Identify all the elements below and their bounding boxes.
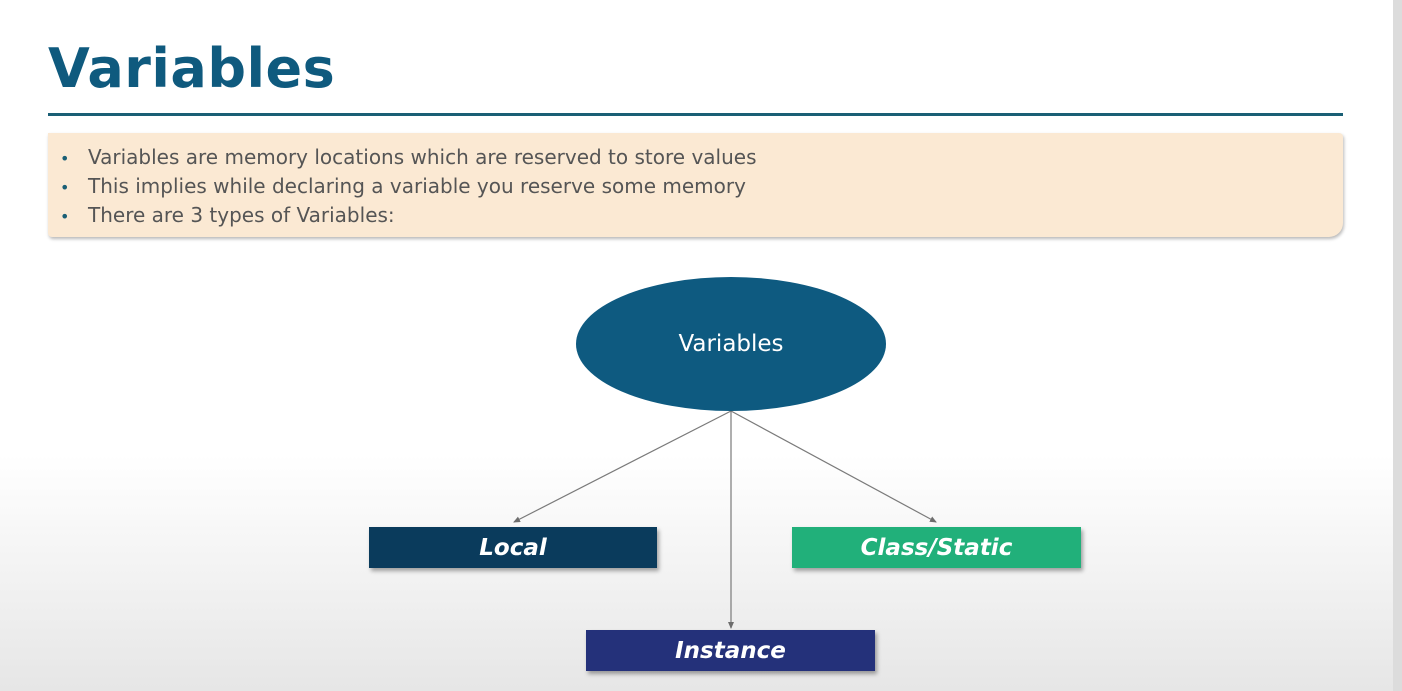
bullet-dot-icon: • — [60, 178, 70, 197]
bullet-text: There are 3 types of Variables: — [88, 203, 395, 227]
bullet-list: • Variables are memory locations which ar… — [48, 133, 1343, 230]
bullet-item: • Variables are memory locations which ar… — [60, 143, 1343, 172]
bullet-box: • Variables are memory locations which ar… — [48, 133, 1343, 237]
window-edge-strip — [1393, 0, 1402, 691]
bullet-text: Variables are memory locations which are… — [88, 145, 757, 169]
bullet-dot-icon: • — [60, 149, 70, 168]
connector-class-static — [730, 410, 937, 523]
bullet-text: This implies while declaring a variable … — [88, 174, 746, 198]
root-node: Variables — [576, 277, 886, 411]
node-class-static: Class/Static — [792, 527, 1081, 568]
bullet-item: • This implies while declaring a variable… — [60, 172, 1343, 201]
bullet-dot-icon: • — [60, 207, 70, 226]
node-local: Local — [369, 527, 657, 568]
slide-title: Variables — [48, 37, 336, 100]
bullet-item: • There are 3 types of Variables: — [60, 201, 1343, 230]
node-instance: Instance — [586, 630, 875, 671]
connector-local — [513, 410, 732, 523]
title-divider — [48, 113, 1343, 116]
